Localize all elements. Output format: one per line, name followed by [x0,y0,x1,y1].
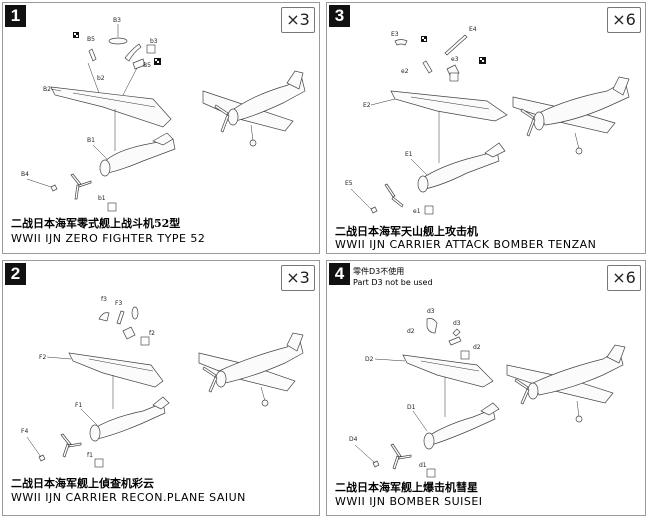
part-fuselage [92,402,166,440]
quantity-badge: ×6 [607,7,641,33]
part-label: e1 [413,208,421,215]
part-wing [390,90,508,122]
quantity-badge: ×3 [281,265,315,291]
part-torpedo [444,34,468,56]
part-label: d2 [407,328,415,335]
part-fuselage [426,408,496,446]
paint-icon [424,205,434,215]
title-english: WWII IJN CARRIER ATTACK BOMBER TENZAN [335,238,597,251]
assembly-diagram: E3 E4 e2 e3 E2 E1 E5 e1 [345,26,630,215]
part-propeller [70,173,92,200]
part-spinner [370,206,378,214]
quantity-badge: ×6 [607,265,641,291]
paint-icon [146,44,156,54]
part-landing-gear [422,60,433,74]
part-label: f2 [149,330,155,337]
part-canopy [426,318,438,334]
part-label: e2 [401,68,409,75]
part-label: d1 [419,462,427,469]
assembly-diagram: f3 F3 f2 F2 F1 F4 f1 [21,296,304,468]
step-number: 4 [329,263,350,285]
part-fuselage [102,138,176,174]
part-label: E5 [345,180,353,187]
step-panel-3: 3 ×6 E3 E4 e2 e3 E2 E1 E5 e1 [326,2,646,254]
title-english: WWII IJN ZERO FIGHTER TYPE 52 [11,232,206,245]
part-label: d2 [473,344,481,351]
finished-aircraft [198,332,304,407]
part-label: B4 [21,171,29,178]
part-label: F1 [75,402,82,409]
part-wing [50,86,172,128]
part-label: E2 [363,102,371,109]
part-label: F4 [21,428,28,435]
paint-icon [460,350,470,360]
part-propeller [384,183,404,208]
part-wing [402,354,494,388]
step-number: 2 [5,263,26,285]
part-label: F2 [39,354,46,361]
paint-icon [449,72,459,82]
title-english: WWII IJN CARRIER RECON.PLANE SAIUN [11,491,246,504]
part-landing-gear [122,326,136,340]
part-spinner [38,454,46,462]
part-label: d3 [453,320,461,327]
part-label: B1 [87,137,95,144]
part-label: b1 [98,195,106,202]
part-label: e3 [451,56,459,63]
part-label: d3 [427,308,435,315]
part-label: F3 [115,300,122,307]
title-chinese: 二战日本海军天山舰上攻击机 [335,225,478,238]
part-label: b3 [150,38,158,45]
part-label: f3 [101,296,107,303]
title-english: WWII IJN BOMBER SUISEI [335,495,483,508]
part-label: E4 [469,26,477,33]
part-label: f1 [87,452,93,459]
part-drop-tank [131,306,139,320]
paint-icon [94,458,104,468]
part-label: E1 [405,151,413,158]
part-wing [68,352,164,388]
assembly-diagram: d3 d2 d3 d2 D2 D1 D4 d1 [349,308,626,478]
title-chinese: 二战日本海军舰上爆击机彗星 [335,481,478,494]
part-label: B3 [113,17,121,24]
finished-aircraft [512,76,630,155]
part-label: B5 [143,62,151,69]
step-panel-2: 2 ×3 f3 F3 f2 F2 F1 F4 f1 [2,260,320,516]
part-fuselage [420,150,500,190]
part-propeller [60,433,82,458]
note-chinese: 零件D3不使用 [353,267,405,276]
title-chinese: 二战日本海军舰上偵查机彩云 [11,477,154,490]
step-panel-4: 4 零件D3不使用 Part D3 not be used ×6 d3 d2 d… [326,260,646,516]
quantity-badge: ×3 [281,7,315,33]
part-canopy [98,312,110,322]
part-strut [124,43,142,62]
part-label: E3 [391,31,399,38]
finished-aircraft [202,70,306,147]
step-number: 1 [5,5,26,27]
part-spinner [50,184,58,192]
part-label: b2 [97,75,105,82]
part-label: D2 [365,356,374,363]
note-english: Part D3 not be used [353,278,433,287]
step-number: 3 [329,5,350,27]
part-label: D1 [407,404,416,411]
part-label: D4 [349,436,358,443]
part-propeller [390,443,412,470]
paint-icon [426,468,436,478]
paint-icon [140,336,150,346]
step-panel-1: 1 ×3 B3 B5 b3 b2 B5 B2 B1 B4 [2,2,320,254]
title-chinese: 二战日本海军零式舰上战斗机52型 [11,217,181,230]
part-landing-gear [88,48,97,62]
paint-icon [107,202,117,212]
part-landing-gear [448,328,462,346]
part-label: B2 [43,86,51,93]
part-canopy [108,37,128,45]
part-canopy [394,39,408,46]
finished-aircraft [506,344,626,423]
part-label: B5 [87,36,95,43]
assembly-diagram: B3 B5 b3 b2 B5 B2 B1 B4 b1 [21,17,306,212]
